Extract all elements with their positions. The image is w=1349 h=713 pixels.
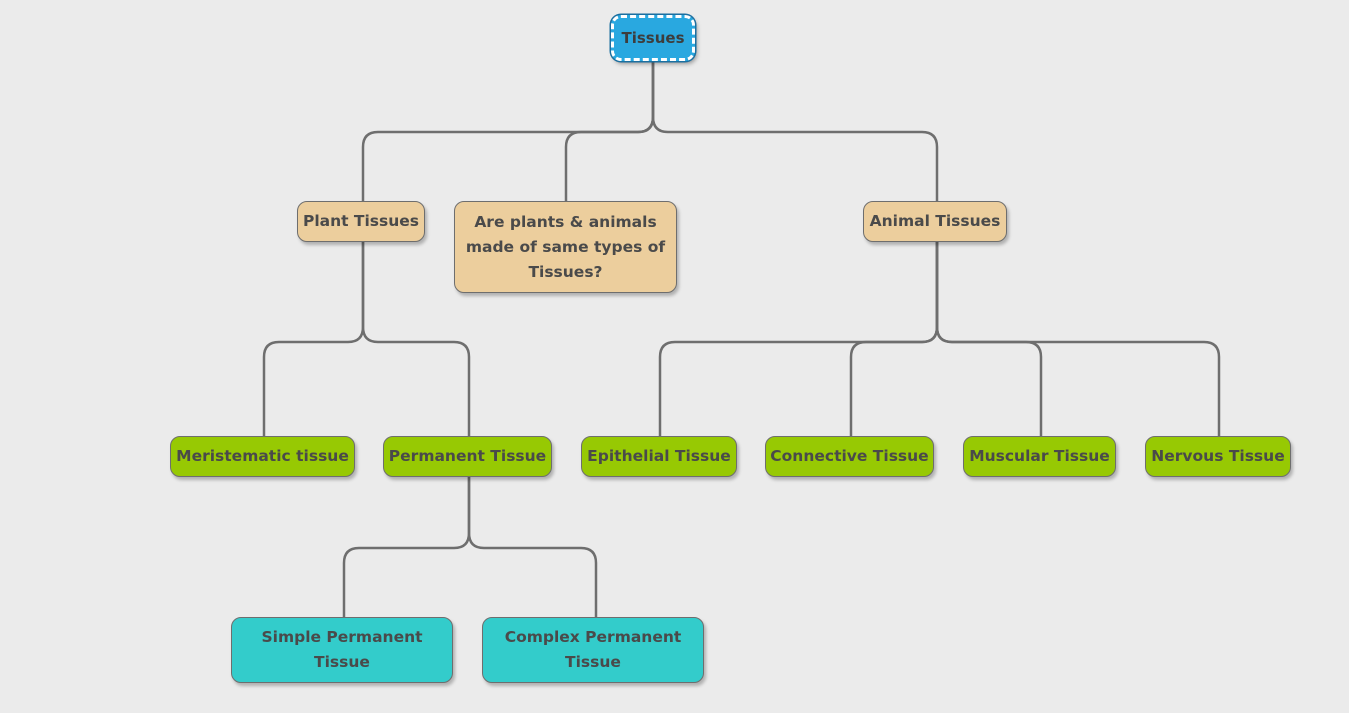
root-node-tissues[interactable]: Tissues xyxy=(611,15,695,61)
node-muscular-label: Muscular Tissue xyxy=(969,447,1110,465)
node-nervous-tissue[interactable]: Nervous Tissue xyxy=(1145,436,1291,477)
root-node-label: Tissues xyxy=(621,28,685,47)
link-plant-permanent xyxy=(361,242,471,436)
node-question-line-1: Are plants & animals xyxy=(474,212,657,231)
node-animal-tissues-label: Animal Tissues xyxy=(869,212,1001,230)
node-nervous-label: Nervous Tissue xyxy=(1151,447,1285,465)
node-question[interactable]: Are plants & animals made of same types … xyxy=(454,201,677,293)
node-permanent-label: Permanent Tissue xyxy=(388,447,547,465)
link-animal-nervous xyxy=(935,242,1221,436)
node-permanent-tissue[interactable]: Permanent Tissue xyxy=(383,436,552,477)
node-meristematic-label: Meristematic tissue xyxy=(176,447,349,465)
link-permanent-simple xyxy=(342,477,471,617)
node-plant-tissues-label: Plant Tissues xyxy=(302,212,420,230)
node-simple-line-1: Simple Permanent xyxy=(261,628,423,646)
node-connective-tissue[interactable]: Connective Tissue xyxy=(765,436,934,477)
node-question-line-2: made of same types of xyxy=(465,237,666,256)
link-animal-muscular xyxy=(935,242,1043,436)
node-complex-line-2: Tissue xyxy=(565,653,621,671)
node-question-line-3: Tissues? xyxy=(528,262,603,281)
node-animal-tissues[interactable]: Animal Tissues xyxy=(863,201,1007,242)
node-muscular-tissue[interactable]: Muscular Tissue xyxy=(963,436,1116,477)
node-simple-line-2: Tissue xyxy=(314,653,370,671)
node-epithelial-label: Epithelial Tissue xyxy=(587,447,731,465)
node-connective-label: Connective Tissue xyxy=(770,447,929,465)
node-complex-permanent-tissue[interactable]: Complex Permanent Tissue xyxy=(482,617,704,683)
link-plant-meristematic xyxy=(262,242,365,436)
node-plant-tissues[interactable]: Plant Tissues xyxy=(297,201,425,242)
node-meristematic-tissue[interactable]: Meristematic tissue xyxy=(170,436,355,477)
node-simple-permanent-tissue[interactable]: Simple Permanent Tissue xyxy=(231,617,453,683)
node-complex-line-1: Complex Permanent xyxy=(504,628,682,646)
link-animal-connective xyxy=(849,242,939,436)
node-epithelial-tissue[interactable]: Epithelial Tissue xyxy=(581,436,737,477)
link-root-question xyxy=(564,61,655,201)
link-animal-epithelial xyxy=(658,242,939,436)
link-permanent-complex xyxy=(467,477,598,617)
link-root-animal xyxy=(651,61,939,201)
